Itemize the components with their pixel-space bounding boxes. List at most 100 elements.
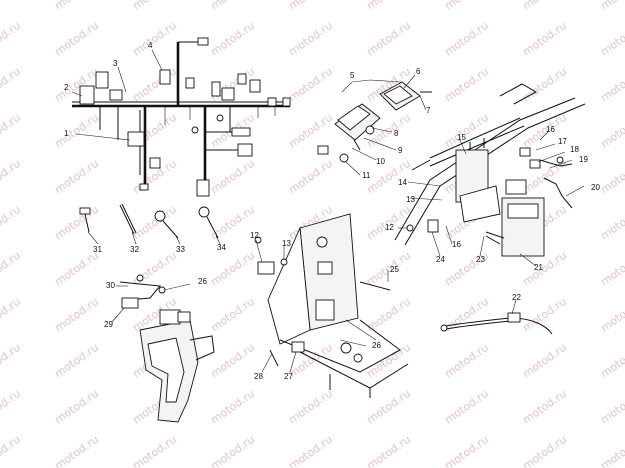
watermark-text: motod.ru xyxy=(52,387,101,427)
watermark-text: motod.ru xyxy=(0,203,23,243)
callout-30: 30 xyxy=(106,281,115,290)
callout-6: 6 xyxy=(416,67,421,76)
callout-16b: 16 xyxy=(452,240,461,249)
watermark-text: motod.ru xyxy=(0,111,23,151)
watermark-text: motod.ru xyxy=(520,341,569,381)
watermark-text: motod.ru xyxy=(364,249,413,289)
watermark-text: motod.ru xyxy=(442,19,491,59)
callout-18: 18 xyxy=(570,145,579,154)
callout-17: 17 xyxy=(558,137,567,146)
callout-19: 19 xyxy=(579,155,588,164)
watermark-text: motod.ru xyxy=(598,0,625,12)
callout-26b: 26 xyxy=(198,277,207,286)
callout-12: 12 xyxy=(385,223,394,232)
callout-13: 13 xyxy=(406,195,415,204)
callout-29: 29 xyxy=(104,320,113,329)
callout-4: 4 xyxy=(148,41,153,50)
watermark-text: motod.ru xyxy=(52,157,101,197)
callout-7: 7 xyxy=(426,106,431,115)
watermark-text: motod.ru xyxy=(130,19,179,59)
watermark-text: motod.ru xyxy=(364,0,413,12)
watermark-text: motod.ru xyxy=(442,387,491,427)
watermark-text: motod.ru xyxy=(208,0,257,12)
callout-labels: 1 2 3 4 5 6 7 8 9 10 11 12 12 13 13 14 1… xyxy=(64,41,600,381)
watermark-text: motod.ru xyxy=(364,387,413,427)
battery-cable xyxy=(440,312,553,335)
watermark-text: motod.ru xyxy=(598,203,625,243)
watermark-text: motod.ru xyxy=(208,341,257,381)
watermark-text: motod.ru xyxy=(364,433,413,468)
watermark-text: motod.ru xyxy=(598,65,625,105)
watermark-text: motod.ru xyxy=(0,295,23,335)
watermark-text: motod.ru xyxy=(598,341,625,381)
callout-32: 32 xyxy=(130,245,139,254)
watermark-text: motod.ru xyxy=(286,19,335,59)
callout-15: 15 xyxy=(457,133,466,142)
rear-bracket xyxy=(254,213,409,398)
watermark-text: motod.ru xyxy=(52,341,101,381)
watermark-text: motod.ru xyxy=(598,249,625,289)
callout-22: 22 xyxy=(512,293,521,302)
watermark-text: motod.ru xyxy=(520,387,569,427)
watermark-text: motod.ru xyxy=(598,387,625,427)
callout-33: 33 xyxy=(176,245,185,254)
callout-24: 24 xyxy=(436,255,445,264)
watermark-text: motod.ru xyxy=(520,295,569,335)
watermark-text: motod.ru xyxy=(598,157,625,197)
watermark-text: motod.ru xyxy=(442,65,491,105)
watermark-text: motod.ru xyxy=(0,19,23,59)
watermark-text: motod.ru xyxy=(442,0,491,12)
headlight-pod xyxy=(317,79,432,163)
lower-bracket xyxy=(119,274,215,423)
callout-23: 23 xyxy=(476,255,485,264)
watermark-text: motod.ru xyxy=(286,387,335,427)
callout-14: 14 xyxy=(398,178,407,187)
watermark-text: motod.ru xyxy=(0,0,23,12)
watermark-text: motod.ru xyxy=(130,0,179,12)
callout-10: 10 xyxy=(376,157,385,166)
watermark-text: motod.ru xyxy=(52,203,101,243)
watermark-text: motod.ru xyxy=(520,0,569,12)
watermark-text: motod.ru xyxy=(598,433,625,468)
watermark-text: motod.ru xyxy=(598,19,625,59)
watermark-text: motod.ru xyxy=(364,157,413,197)
watermark-text: motod.ru xyxy=(208,249,257,289)
callout-13b: 13 xyxy=(282,239,291,248)
watermark-text: motod.ru xyxy=(0,433,23,468)
callout-9: 9 xyxy=(398,146,403,155)
callout-20: 20 xyxy=(591,183,600,192)
callout-8: 8 xyxy=(394,129,399,138)
watermark-text: motod.ru xyxy=(0,65,23,105)
watermark-text: motod.ru xyxy=(208,19,257,59)
watermark-text: motod.ru xyxy=(0,387,23,427)
watermark-text: motod.ru xyxy=(286,0,335,12)
battery-frame xyxy=(394,83,586,257)
wiring-harness xyxy=(72,37,291,197)
watermark-text: motod.ru xyxy=(208,157,257,197)
callout-28: 28 xyxy=(254,372,263,381)
watermark-text: motod.ru xyxy=(520,19,569,59)
watermark-text: motod.ru xyxy=(52,111,101,151)
watermark-text: motod.ru xyxy=(130,433,179,468)
watermark-text: motod.ru xyxy=(208,433,257,468)
watermark-text: motod.ru xyxy=(286,157,335,197)
watermark-text: motod.ru xyxy=(52,249,101,289)
watermark-text: motod.ru xyxy=(364,19,413,59)
callout-16: 16 xyxy=(546,125,555,134)
callout-21: 21 xyxy=(534,263,543,272)
harness-clips xyxy=(79,203,219,239)
watermark-text: motod.ru xyxy=(0,341,23,381)
watermark-text: motod.ru xyxy=(0,157,23,197)
callout-27: 27 xyxy=(284,372,293,381)
watermark-text: motod.ru xyxy=(286,65,335,105)
watermark-text: motod.ru xyxy=(208,295,257,335)
watermark-text: motod.ru xyxy=(442,433,491,468)
watermark-text: motod.ru xyxy=(598,111,625,151)
callout-12b: 12 xyxy=(250,231,259,240)
watermark-text: motod.ru xyxy=(130,203,179,243)
watermark-text: motod.ru xyxy=(208,387,257,427)
watermark-text: motod.ru xyxy=(520,433,569,468)
watermark-text: motod.ru xyxy=(52,295,101,335)
